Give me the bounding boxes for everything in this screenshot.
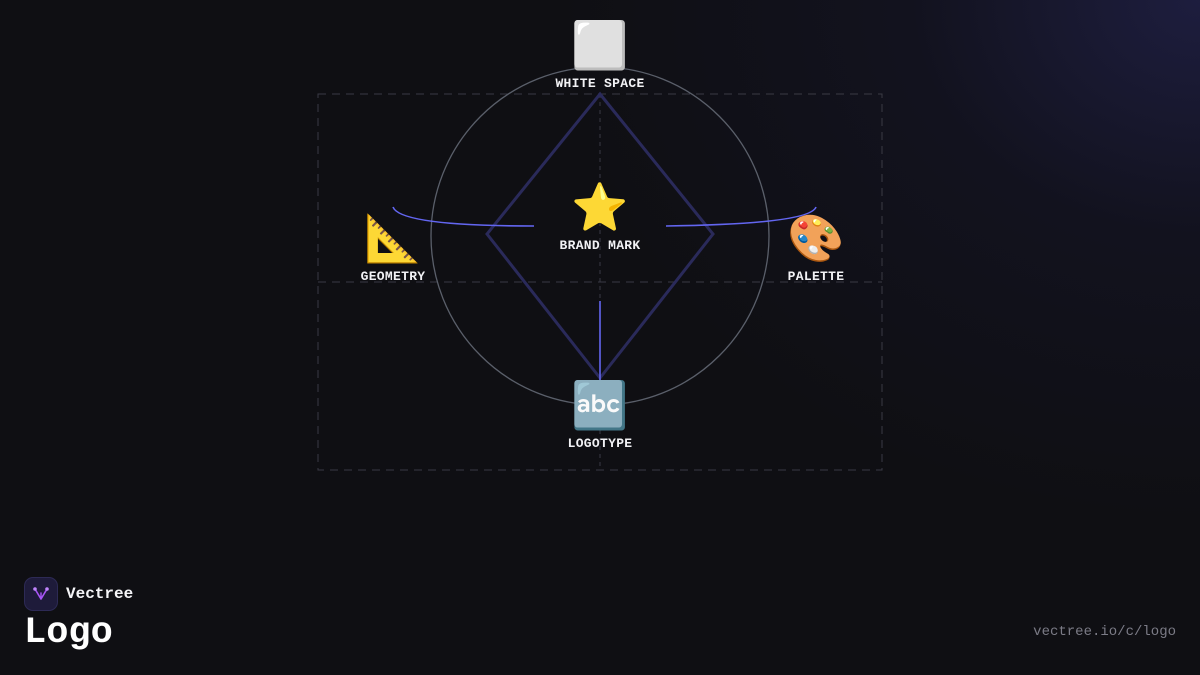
vectree-logo-icon [24, 577, 58, 611]
artist-palette-icon: 🎨 [787, 211, 845, 265]
node-label-geometry: GEOMETRY [360, 269, 426, 284]
node-logotype: 🔤 LOGOTYPE [568, 382, 633, 451]
triangular-ruler-icon: 📐 [364, 211, 422, 265]
page-url[interactable]: vectree.io/c/logo [1033, 624, 1176, 640]
node-label-logotype: LOGOTYPE [567, 436, 633, 451]
node-brand-mark: ⭐ BRAND MARK [559, 184, 640, 253]
brand-name: Vectree [66, 585, 134, 603]
node-label-palette: PALETTE [787, 269, 845, 284]
star-icon: ⭐ [571, 180, 629, 234]
abc-letters-icon: 🔤 [571, 378, 629, 432]
node-white-space: ⬜ WHITE SPACE [555, 22, 644, 91]
white-square-icon: ⬜ [571, 18, 629, 72]
connector-palette [665, 206, 817, 227]
node-label-brand-mark: BRAND MARK [559, 238, 641, 253]
construction-circle [430, 66, 770, 406]
node-geometry: 📐 GEOMETRY [361, 215, 426, 284]
page-title: Logo [24, 612, 113, 654]
brand: Vectree [24, 577, 133, 611]
node-palette: 🎨 PALETTE [787, 215, 844, 284]
node-label-white-space: WHITE SPACE [555, 76, 645, 91]
connector-geometry [392, 206, 535, 227]
